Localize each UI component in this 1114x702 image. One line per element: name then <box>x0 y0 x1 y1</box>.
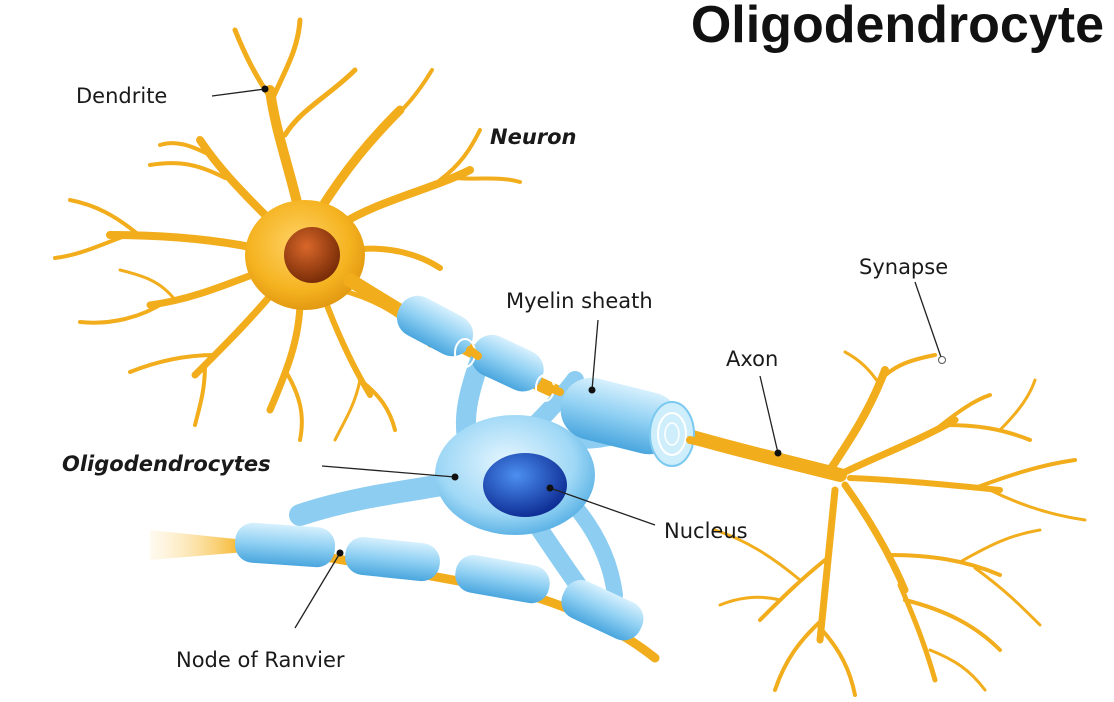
lower-axon <box>150 522 655 658</box>
label-axon-group: Axon <box>726 347 782 457</box>
label-neuron: Neuron <box>490 125 577 149</box>
neuron-nucleus <box>284 227 340 283</box>
diagram-title: Oligodendrocyte <box>691 0 1104 54</box>
label-myelin-sheath: Myelin sheath <box>506 289 653 313</box>
label-dendrite: Dendrite <box>76 84 167 108</box>
axon-terminal <box>715 352 1085 695</box>
label-oligodendrocytes: Oligodendrocytes <box>62 452 271 476</box>
label-oligodendrocytes-group: Oligodendrocytes <box>62 452 459 481</box>
label-axon: Axon <box>726 347 778 371</box>
label-node-of-ranvier-group: Node of Ranvier <box>176 550 345 673</box>
label-dendrite-group: Dendrite <box>76 84 269 108</box>
label-nucleus: Nucleus <box>664 519 748 543</box>
label-synapse-group: Synapse <box>859 255 948 364</box>
label-synapse: Synapse <box>859 255 948 279</box>
oligodendrocyte-nucleus <box>483 453 567 517</box>
label-node-of-ranvier: Node of Ranvier <box>176 648 345 672</box>
